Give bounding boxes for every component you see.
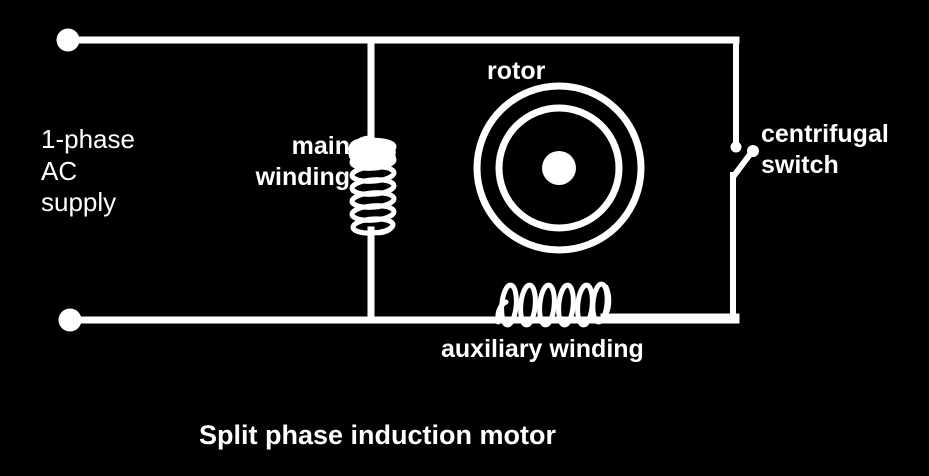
- diagram-title: Split phase induction motor: [199, 420, 556, 450]
- label-centrifugal-switch: centrifugal switch: [761, 120, 889, 179]
- label-supply: 1-phase AC supply: [41, 124, 135, 218]
- label-rotor: rotor: [487, 57, 546, 85]
- rotor-inner-circle: [495, 104, 623, 232]
- label-main-winding: main winding: [255, 132, 350, 191]
- rotor-outer-circle: [473, 82, 645, 254]
- label-auxiliary-winding: auxiliary winding: [441, 335, 644, 363]
- switch-contact-fixed-dot[interactable]: [730, 141, 742, 153]
- main-winding-turns: [349, 135, 397, 236]
- rotor-shaft-dot: [542, 151, 576, 185]
